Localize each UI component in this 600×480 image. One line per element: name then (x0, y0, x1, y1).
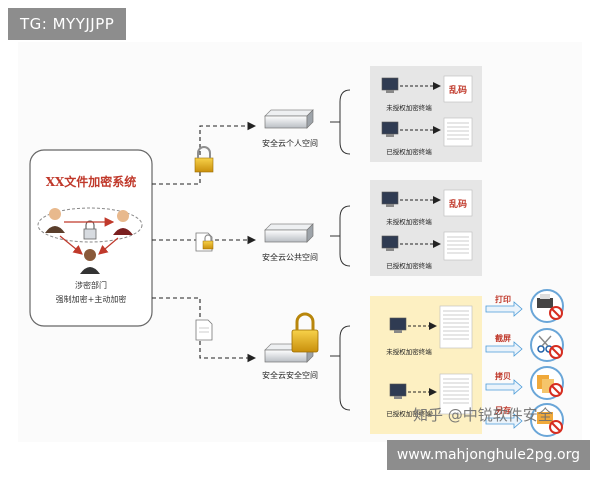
large-padlock-icon (291, 312, 319, 353)
action-print: 打印 (485, 294, 523, 317)
action-label-copy: 拷贝 (495, 371, 511, 381)
terminal-panel-personal: 乱码 未授权加密终端 已授权加密终端 (370, 66, 482, 162)
action-label-print: 打印 (495, 294, 511, 304)
lock-icon-public (195, 232, 214, 252)
unauth-terminal-label-public: 未授权加密终端 (386, 217, 432, 226)
auth-terminal-label-public: 已授权加密终端 (386, 261, 432, 270)
scissors-forbidden-icon (530, 328, 564, 362)
encryption-system-box: XX文件加密系统 涉密部门 强制加密+主动加密 (29, 149, 153, 327)
printer-forbidden-icon (530, 289, 564, 323)
file-icon-secure (195, 319, 213, 341)
action-save-as: 另存 (485, 405, 523, 429)
dept-label: 涉密部门 (75, 280, 107, 290)
terminal-panel-secure: 未授权加密终端 已授权加密终端 (370, 296, 482, 434)
save-as-forbidden-icon (530, 403, 564, 437)
garbled-label-personal: 乱码 (449, 84, 467, 96)
cloud-server-icon-personal (264, 109, 314, 129)
unauth-terminal-label-personal: 未授权加密终端 (386, 103, 432, 112)
action-label-screenshot: 截屏 (495, 333, 511, 343)
user-bottom-icon (80, 249, 100, 274)
action-screenshot: 截屏 (485, 333, 523, 357)
lock-icon-personal (194, 146, 214, 173)
url-badge[interactable]: www.mahjonghule2pg.org (386, 440, 590, 470)
bracket-lines (330, 89, 351, 411)
copy-forbidden-icon (530, 366, 564, 400)
padlock-icon (83, 220, 97, 240)
unauth-terminal-label-secure: 未授权加密终端 (386, 347, 432, 356)
user-left-icon (45, 208, 65, 233)
auth-terminal-label-secure: 已授权加密终端 (386, 409, 432, 418)
cloud-server-icon-public (264, 223, 314, 243)
action-copy: 拷贝 (485, 371, 523, 395)
mode-label: 强制加密+主动加密 (56, 294, 127, 304)
space-label-personal: 安全云个人空间 (262, 138, 318, 148)
system-title: XX文件加密系统 (46, 174, 137, 189)
terminal-panel-public: 乱码 未授权加密终端 已授权加密终端 (370, 180, 482, 276)
tg-badge: TG: MYYJJPP (8, 8, 127, 40)
action-label-save-as: 另存 (495, 405, 511, 415)
space-label-secure: 安全云安全空间 (262, 370, 318, 380)
user-right-icon (113, 210, 133, 235)
watermark-text: 知乎 @中锐软件安全 (413, 406, 553, 424)
auth-terminal-label-personal: 已授权加密终端 (386, 147, 432, 156)
space-label-public: 安全云公共空间 (262, 252, 318, 262)
garbled-label-public: 乱码 (449, 198, 467, 210)
